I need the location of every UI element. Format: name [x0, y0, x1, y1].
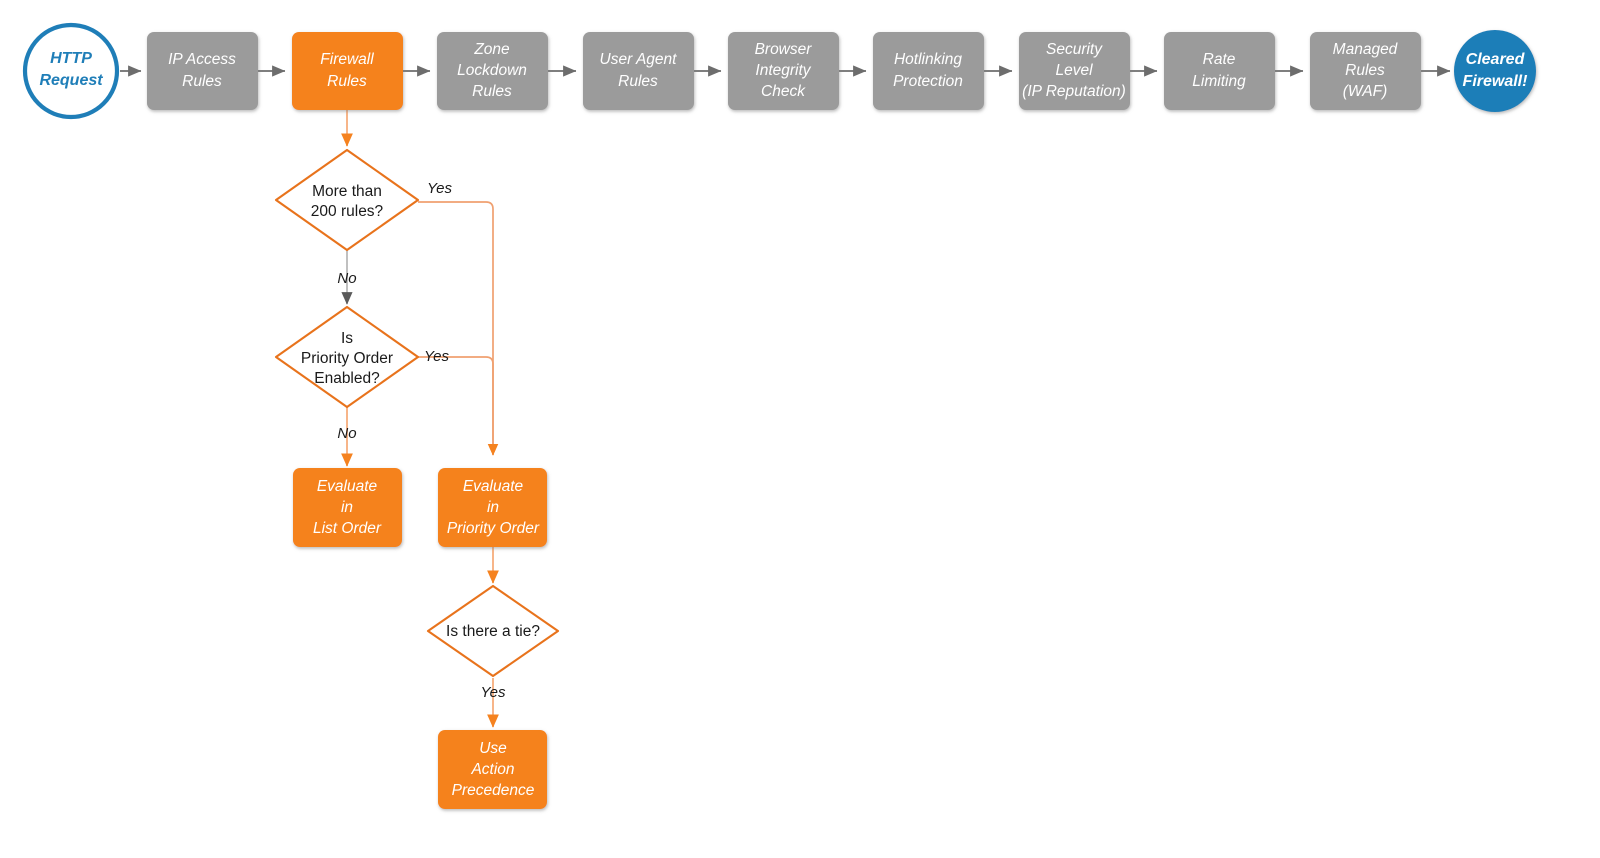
ip-access-rules-label-line-2: Rules — [182, 73, 222, 90]
firewall-rules-label-line-2: Rules — [327, 73, 367, 90]
zone-lockdown-rules-label-line-3: Rules — [472, 83, 512, 100]
is-priority-order-enabled-diamond — [274, 305, 420, 409]
browser-integrity-check-label-line-3: Check — [761, 83, 806, 100]
http-request-circle — [22, 22, 120, 120]
node-evaluate-in-list-order[interactable]: Evaluate in List Order — [293, 468, 402, 547]
is-priority-order-enabled-label-line-1: Is — [341, 330, 353, 347]
rate-limiting-box — [1164, 32, 1275, 110]
hotlinking-protection-label-line-1: Hotlinking — [894, 51, 962, 68]
http-request-label-line-1: HTTP — [50, 50, 92, 67]
edge-label-is-there-a-tie-yes: Yes — [480, 684, 506, 701]
evaluate-in-list-order-box — [293, 468, 402, 547]
decision-is-priority-order-enabled[interactable]: Is Priority Order Enabled? — [274, 305, 420, 409]
managed-rules-waf-label-line-2: Rules — [1345, 62, 1385, 79]
rate-limiting-label-line-1: Rate — [1203, 51, 1236, 68]
zone-lockdown-rules-label-line-2: Lockdown — [457, 62, 527, 79]
http-request-label-line-2: Request — [39, 72, 103, 89]
evaluate-in-list-order-label-line-1: Evaluate — [317, 478, 378, 495]
is-there-a-tie-diamond — [426, 584, 560, 678]
use-action-precedence-label-line-2: Action — [470, 761, 514, 778]
connector-priority-order-yes — [418, 356, 499, 456]
node-rate-limiting[interactable]: Rate Limiting — [1164, 32, 1275, 110]
use-action-precedence-label-line-1: Use — [479, 740, 507, 757]
node-firewall-rules[interactable]: Firewall Rules — [292, 32, 403, 110]
more-than-200-rules-diamond — [274, 148, 420, 252]
node-evaluate-in-priority-order[interactable]: Evaluate in Priority Order — [438, 468, 547, 547]
cleared-firewall-label-line-1: Cleared — [1466, 51, 1526, 68]
firewall-rules-box — [292, 32, 403, 110]
node-managed-rules-waf[interactable]: Managed Rules (WAF) — [1310, 32, 1421, 110]
node-ip-access-rules[interactable]: IP Access Rules — [147, 32, 258, 110]
firewall-rules-label-line-1: Firewall — [320, 51, 374, 68]
edge-label-priority-order-yes: Yes — [424, 348, 450, 365]
is-priority-order-enabled-label-line-3: Enabled? — [314, 370, 380, 387]
edge-label-more-than-200-yes: Yes — [427, 180, 453, 197]
cleared-firewall-circle — [1454, 30, 1536, 112]
use-action-precedence-label-line-3: Precedence — [452, 782, 535, 799]
browser-integrity-check-box — [728, 32, 839, 110]
node-security-level[interactable]: Security Level (IP Reputation) — [1019, 32, 1130, 110]
edge-labels: Yes No Yes No Yes — [337, 180, 506, 701]
node-cleared-firewall[interactable]: Cleared Firewall! — [1454, 30, 1536, 112]
decision-is-there-a-tie[interactable]: Is there a tie? — [426, 584, 560, 678]
ip-access-rules-box — [147, 32, 258, 110]
evaluate-in-priority-order-box — [438, 468, 547, 547]
managed-rules-waf-box — [1310, 32, 1421, 110]
hotlinking-protection-box — [873, 32, 984, 110]
evaluate-in-priority-order-label-line-3: Priority Order — [447, 520, 540, 537]
node-browser-integrity-check[interactable]: Browser Integrity Check — [728, 32, 839, 110]
hotlinking-protection-label-line-2: Protection — [893, 73, 963, 90]
branch-connectors: Is Priority Order Enabled? --> right, do… — [341, 110, 499, 728]
connector-decision-200-yes — [418, 201, 499, 456]
evaluate-in-list-order-label-line-3: List Order — [313, 520, 382, 537]
zone-lockdown-rules-box — [437, 32, 548, 110]
zone-lockdown-rules-label-line-1: Zone — [473, 41, 510, 58]
node-http-request[interactable]: HTTP Request — [22, 22, 120, 120]
edge-label-more-than-200-no: No — [337, 270, 356, 287]
more-than-200-rules-label-line-2: 200 rules? — [311, 203, 384, 220]
node-user-agent-rules[interactable]: User Agent Rules — [583, 32, 694, 110]
rate-limiting-label-line-2: Limiting — [1192, 73, 1246, 90]
node-hotlinking-protection[interactable]: Hotlinking Protection — [873, 32, 984, 110]
is-there-a-tie-label-line-1: Is there a tie? — [446, 623, 540, 640]
security-level-label-line-2: Level — [1055, 62, 1093, 79]
user-agent-rules-label-line-2: Rules — [618, 73, 658, 90]
user-agent-rules-box — [583, 32, 694, 110]
cleared-firewall-label-line-2: Firewall! — [1463, 73, 1529, 90]
decision-more-than-200-rules[interactable]: More than 200 rules? — [274, 148, 420, 252]
security-level-label-line-3: (IP Reputation) — [1022, 83, 1126, 100]
node-zone-lockdown-rules[interactable]: Zone Lockdown Rules — [437, 32, 548, 110]
ip-access-rules-label-line-1: IP Access — [168, 51, 236, 68]
user-agent-rules-label-line-1: User Agent — [600, 51, 678, 68]
more-than-200-rules-label-line-1: More than — [312, 183, 382, 200]
security-level-label-line-1: Security — [1046, 41, 1103, 58]
is-priority-order-enabled-label-line-2: Priority Order — [301, 350, 393, 367]
node-use-action-precedence[interactable]: Use Action Precedence — [438, 730, 547, 809]
edge-label-priority-order-no: No — [337, 425, 356, 442]
security-level-box — [1019, 32, 1130, 110]
use-action-precedence-box — [438, 730, 547, 809]
managed-rules-waf-label-line-3: (WAF) — [1343, 83, 1387, 100]
browser-integrity-check-label-line-1: Browser — [755, 41, 813, 58]
evaluate-in-list-order-label-line-2: in — [341, 499, 353, 516]
browser-integrity-check-label-line-2: Integrity — [755, 62, 811, 79]
evaluate-in-priority-order-label-line-2: in — [487, 499, 499, 516]
evaluate-in-priority-order-label-line-1: Evaluate — [463, 478, 524, 495]
managed-rules-waf-label-line-1: Managed — [1333, 41, 1399, 58]
